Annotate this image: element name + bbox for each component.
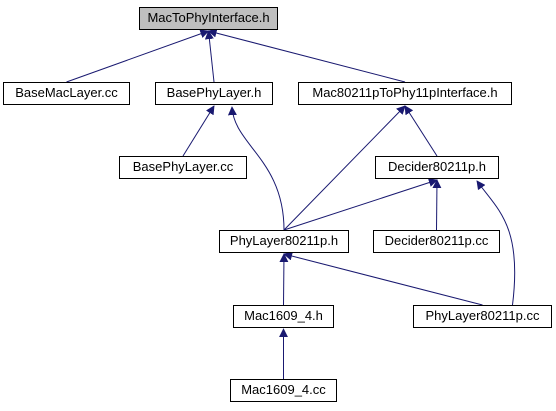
node-basephylayer-cc[interactable]: BasePhyLayer.cc xyxy=(119,156,247,179)
edge-decider80211p_cc-to-decider80211p_h xyxy=(432,179,442,231)
edge-base_mac_layer_cc-to-root xyxy=(66,29,210,83)
edge-mac1609_4_h-to-phy_layer80211p_h xyxy=(279,253,289,306)
node-phylayer80211p-cc[interactable]: PhyLayer80211p.cc xyxy=(413,305,552,328)
node-phylayer80211p-h[interactable]: PhyLayer80211p.h xyxy=(219,230,349,253)
node-mactophyinterface-h: MacToPhyInterface.h xyxy=(139,7,278,30)
edge-base_phy_layer_h-to-root xyxy=(204,30,215,83)
node-basemaclayer-cc[interactable]: BaseMacLayer.cc xyxy=(3,82,130,105)
edge-decider80211p_h-to-mac80211p_to_phy11p_interface_h xyxy=(404,105,438,157)
edge-phy_layer80211p_h-to-decider80211p_h xyxy=(283,178,438,231)
node-decider80211p-cc[interactable]: Decider80211p.cc xyxy=(373,230,500,253)
edge-phy_layer80211p_cc-to-phy_layer80211p_h xyxy=(283,251,483,306)
edge-phy_layer80211p_h-to-mac80211p_to_phy11p_interface_h xyxy=(283,105,406,231)
node-basephylayer-h[interactable]: BasePhyLayer.h xyxy=(155,82,273,105)
edge-phy_layer80211p_h-to-base_phy_layer_h xyxy=(227,106,285,231)
edge-mac80211p_to_phy11p_interface_h-to-root xyxy=(207,28,406,83)
node-mac80211ptophy11pinterface-h[interactable]: Mac80211pToPhy11pInterface.h xyxy=(298,82,512,105)
edge-phy_layer80211p_cc-to-decider80211p_h xyxy=(476,180,516,306)
edge-base_phy_layer_cc-to-base_phy_layer_h xyxy=(182,105,215,157)
node-mac1609-4-h[interactable]: Mac1609_4.h xyxy=(233,305,334,328)
node-decider80211p-h[interactable]: Decider80211p.h xyxy=(375,156,499,179)
node-mac1609-4-cc[interactable]: Mac1609_4.cc xyxy=(230,379,337,402)
